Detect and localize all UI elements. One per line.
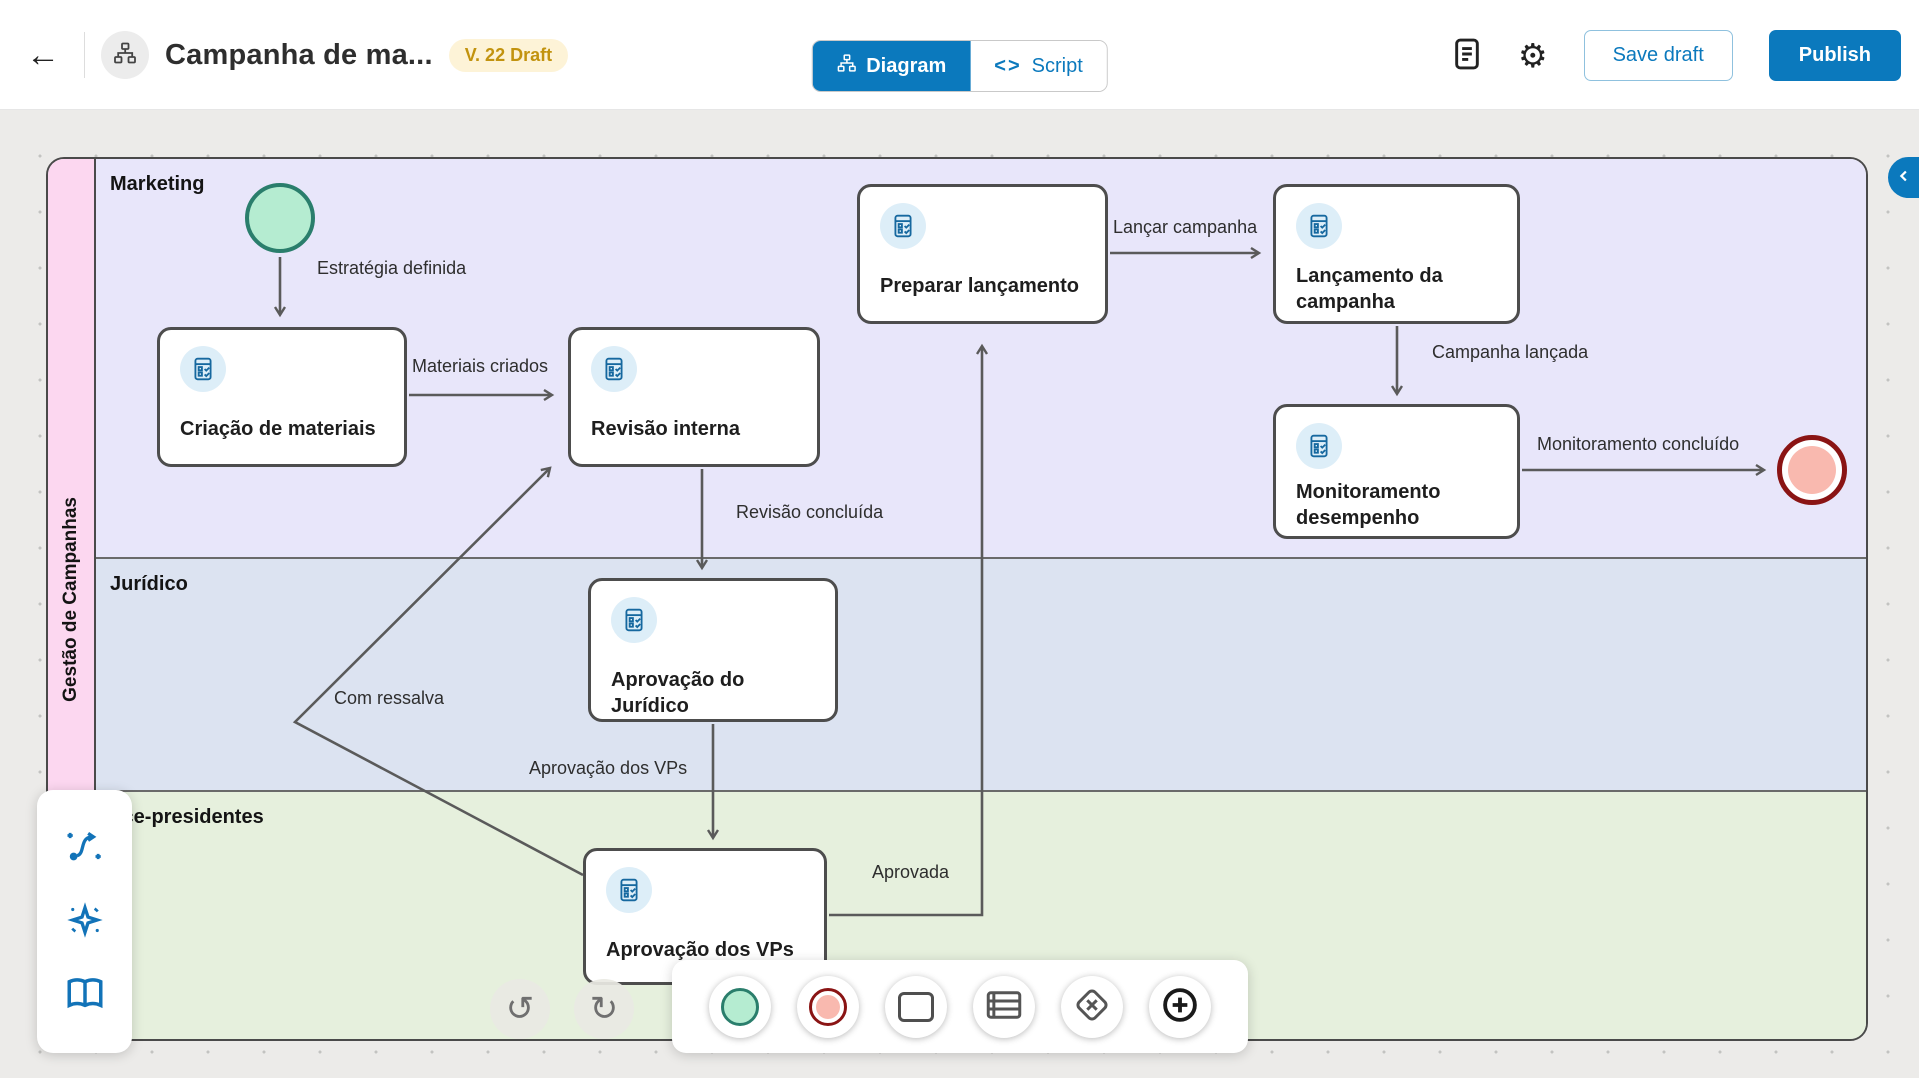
view-toggle: Diagram <> Script <box>811 40 1108 92</box>
ai-assist-button[interactable] <box>64 899 106 944</box>
edge-label: Revisão concluída <box>736 502 884 522</box>
collapse-panel-button[interactable] <box>1888 157 1919 198</box>
end-event-inner <box>1788 446 1836 494</box>
pool-label: Gestão de Campanhas <box>60 496 81 702</box>
settings-button[interactable]: ⚙ <box>1518 36 1548 75</box>
end-event[interactable] <box>1777 435 1847 505</box>
version-badge: V. 22 Draft <box>448 38 569 72</box>
redo-icon: ↻ <box>589 990 619 1028</box>
end-event-icon <box>809 987 847 1026</box>
diagram-icon <box>836 53 856 79</box>
task-label: Aprovação do Jurídico <box>611 669 745 717</box>
lane-marketing-label: Marketing <box>110 173 205 195</box>
checklist-task-icon <box>1296 423 1342 469</box>
task-label: Aprovação dos VPs <box>606 939 794 961</box>
diagram-canvas[interactable]: Gestão de Campanhas Marketing Jurídico V… <box>0 110 1919 1078</box>
document-button[interactable] <box>1452 37 1482 74</box>
back-arrow-icon: ← <box>26 36 60 74</box>
task-label: Lançamento da campanha <box>1296 265 1443 313</box>
checklist-task-icon <box>606 867 652 913</box>
checklist-task-icon <box>591 346 637 392</box>
task-label: Monitoramento desempenho <box>1296 481 1441 529</box>
task-label: Revisão interna <box>591 418 740 440</box>
workflow-avatar <box>101 31 149 79</box>
task-aprovacao-do-juridico[interactable]: Aprovação do Jurídico <box>588 578 838 722</box>
start-event[interactable] <box>245 183 315 253</box>
add-lane-button[interactable] <box>973 975 1035 1038</box>
task-shape-icon <box>898 991 934 1022</box>
code-icon: <> <box>994 54 1022 77</box>
task-label: Preparar lançamento <box>880 275 1079 297</box>
edge-label: Estratégia definida <box>317 258 467 278</box>
book-icon <box>64 973 106 1018</box>
checklist-task-icon <box>1296 203 1342 249</box>
lane-juridico-label: Jurídico <box>110 573 188 595</box>
task-monitoramento-desempenho[interactable]: Monitoramento desempenho <box>1273 404 1520 539</box>
app-header: ← Campanha de ma... V. 22 Draft <box>0 0 1919 110</box>
tab-script[interactable]: <> Script <box>970 41 1107 91</box>
back-button[interactable]: ← <box>18 38 68 72</box>
checklist-task-icon <box>880 203 926 249</box>
lane-juridico[interactable]: Jurídico <box>96 557 1866 790</box>
redo-button[interactable]: ↻ <box>574 979 634 1039</box>
edge-label: Lançar campanha <box>1113 217 1258 237</box>
task-preparar-lancamento[interactable]: Preparar lançamento <box>857 184 1108 324</box>
edge-label: Aprovada <box>872 862 950 882</box>
task-criacao-de-materiais[interactable]: Criação de materiais <box>157 327 407 467</box>
checklist-task-icon <box>180 346 226 392</box>
side-toolbar <box>37 790 132 1053</box>
documentation-button[interactable] <box>64 973 106 1018</box>
undo-icon: ↺ <box>505 990 535 1028</box>
lane-icon <box>983 984 1025 1029</box>
header-divider <box>84 32 85 78</box>
start-event-icon <box>721 987 759 1026</box>
lane-vice-presidentes-label: Vice-presidentes <box>104 806 264 828</box>
task-revisao-interna[interactable]: Revisão interna <box>568 327 820 467</box>
shape-palette <box>672 960 1248 1053</box>
workflow-icon <box>113 41 137 70</box>
add-end-event-button[interactable] <box>797 975 859 1038</box>
edge-label: Com ressalva <box>334 688 445 708</box>
page-title[interactable]: Campanha de ma... <box>165 38 433 71</box>
ai-sparkle-icon <box>64 899 106 944</box>
checklist-task-icon <box>611 597 657 643</box>
gear-icon: ⚙ <box>1518 36 1548 74</box>
tab-diagram[interactable]: Diagram <box>812 41 971 91</box>
tab-diagram-label: Diagram <box>866 54 947 77</box>
add-start-event-button[interactable] <box>709 975 771 1038</box>
flow-sparkle-icon <box>64 825 106 870</box>
edge-label: Aprovação dos VPs <box>529 758 688 778</box>
task-lancamento-da-campanha[interactable]: Lançamento da campanha <box>1273 184 1520 324</box>
chevron-left-icon <box>1895 167 1913 188</box>
gateway-icon <box>1071 984 1113 1029</box>
save-draft-button[interactable]: Save draft <box>1583 29 1733 81</box>
edge-label: Monitoramento concluído <box>1537 434 1740 454</box>
document-icon <box>1452 37 1482 74</box>
add-gateway-button[interactable] <box>1061 975 1123 1038</box>
tab-script-label: Script <box>1031 54 1083 77</box>
undo-button[interactable]: ↺ <box>490 979 550 1039</box>
task-label: Criação de materiais <box>180 418 376 440</box>
add-icon <box>1159 984 1201 1029</box>
add-element-button[interactable] <box>1149 975 1211 1038</box>
edge-label: Materiais criados <box>412 356 549 376</box>
history-buttons: ↺ ↻ <box>490 979 634 1039</box>
auto-layout-button[interactable] <box>64 825 106 870</box>
edge-label: Campanha lançada <box>1432 342 1589 362</box>
publish-button[interactable]: Publish <box>1768 29 1901 81</box>
add-task-button[interactable] <box>885 975 947 1038</box>
